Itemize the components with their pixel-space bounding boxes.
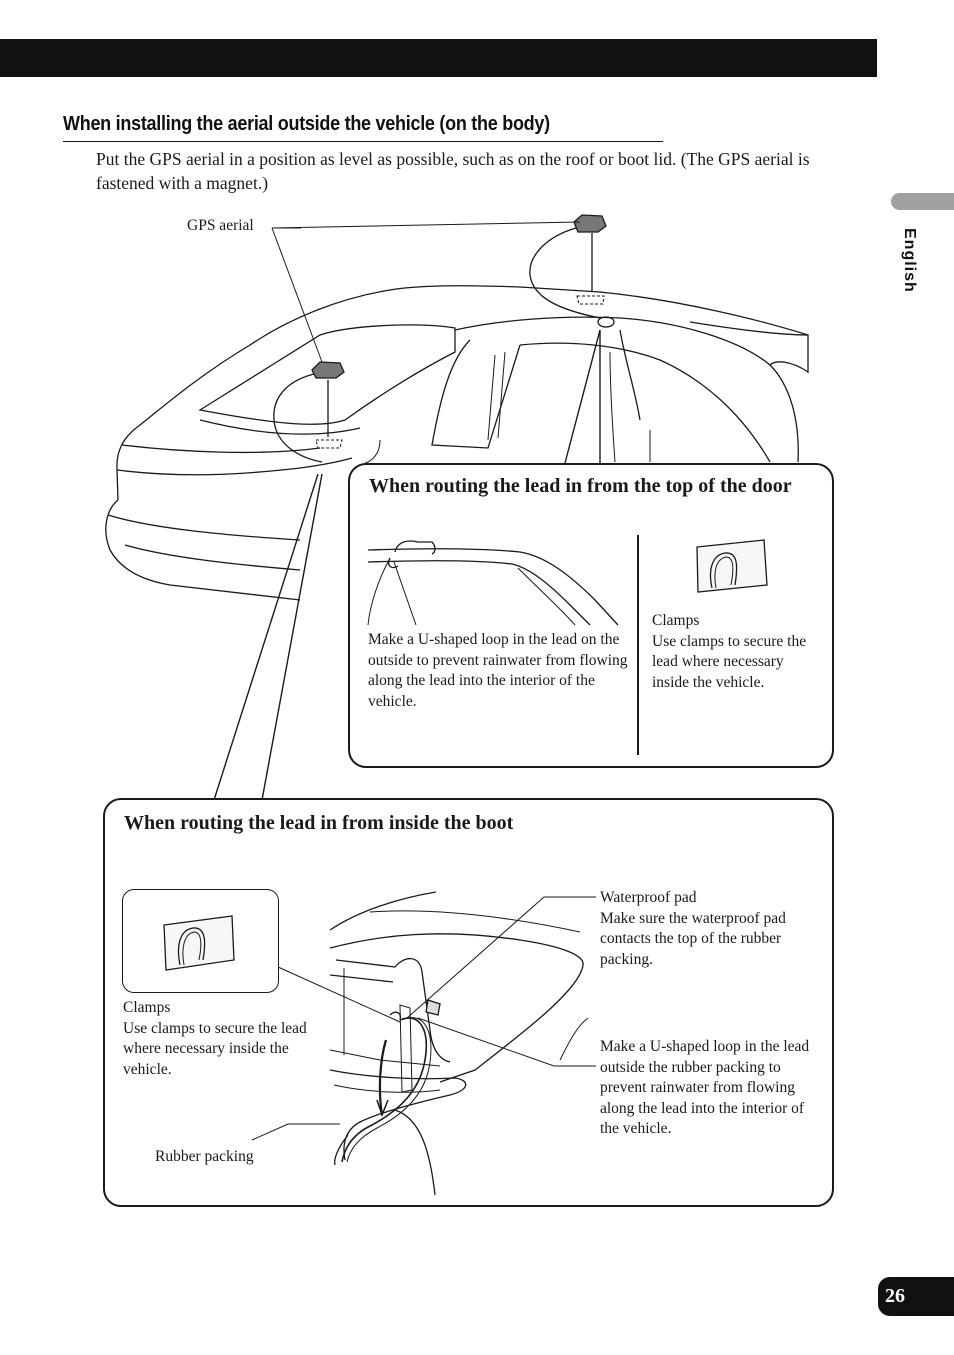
section-heading: When installing the aerial outside the v… <box>63 113 550 135</box>
language-label: English <box>901 228 918 293</box>
door-clamps-block: Clamps Use clamps to secure the lead whe… <box>652 611 822 693</box>
boot-clamps-title: Clamps <box>123 999 171 1016</box>
boot-clamps-note: Use clamps to secure the lead where nece… <box>123 1019 307 1078</box>
gps-aerial-label: GPS aerial <box>187 217 254 234</box>
door-clamps-note: Use clamps to secure the lead where nece… <box>652 632 807 691</box>
door-panel-title: When routing the lead in from the top of… <box>369 475 792 497</box>
page-number: 26 <box>878 1277 954 1316</box>
rubber-packing-label: Rubber packing <box>155 1148 254 1165</box>
waterproof-pad-note: Make sure the waterproof pad contacts th… <box>600 909 786 968</box>
door-loop-note: Make a U-shaped loop in the lead on the … <box>368 631 628 710</box>
boot-loop-note: Make a U-shaped loop in the lead outside… <box>600 1038 810 1137</box>
door-routing-panel <box>348 463 834 768</box>
door-clamps-title: Clamps <box>652 612 700 629</box>
waterproof-pad-block: Waterproof pad Make sure the waterproof … <box>600 888 822 970</box>
boot-panel-title: When routing the lead in from inside the… <box>124 812 514 834</box>
intro-paragraph: Put the GPS aerial in a position as leve… <box>96 149 810 193</box>
language-tab <box>891 193 954 210</box>
heading-underline <box>63 141 663 142</box>
boot-routing-panel <box>103 798 834 1207</box>
header-bar <box>0 39 877 77</box>
waterproof-pad-title: Waterproof pad <box>600 889 697 906</box>
boot-clamps-block: Clamps Use clamps to secure the lead whe… <box>123 998 323 1080</box>
